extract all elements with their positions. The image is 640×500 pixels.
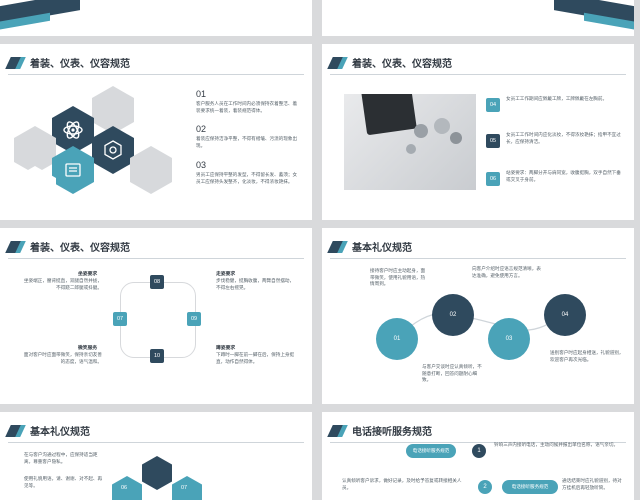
item-text: 使用礼貌用语，请、谢谢、对不起、再见等。: [24, 476, 103, 488]
step-circle: 2: [478, 480, 492, 494]
hex-dark-gear: [92, 126, 134, 174]
slide-2[interactable]: 着装、仪表、仪容规范 04 女员工工作期间应佩戴工牌，工牌佩戴在左胸前。 05 …: [322, 44, 634, 220]
coin-shape: [414, 124, 428, 138]
slide-5[interactable]: 基本礼仪规范 在与客户沟通过程中，应保持适当距离，尊重客户隐私。 使用礼貌用语，…: [0, 412, 312, 500]
item-badge: 06: [486, 172, 500, 186]
slide-title: 基本礼仪规范: [30, 427, 90, 438]
item-text: 与客户交谈时应认真倾听，不随意打断，回答问题耐心细致。: [422, 364, 482, 383]
circle-03: 03: [488, 318, 530, 360]
top-slide-left-fragment: [0, 0, 312, 36]
block-head: 蹲姿要求: [216, 346, 236, 351]
circle-04: 04: [544, 294, 586, 336]
slide-header: 电话接听服务规范: [322, 422, 634, 443]
block-text: 步伐稳健，挺胸收腹，两臂自然摆动，不得左右摇晃。: [216, 278, 295, 290]
block-head: 走姿要求: [216, 272, 236, 277]
item-text: 接待客户时应主动起身，面带微笑，使用礼貌用语，热情周到。: [370, 268, 426, 287]
slide-3[interactable]: 着装、仪表、仪容规范 08 07 09 10 坐姿要求 坐姿端正，腰背挺直，双腿…: [0, 228, 312, 404]
item-text: 向客户介绍时应语言规范清晰，表达准确，避免使用方言。: [472, 266, 541, 278]
slide-4[interactable]: 基本礼仪规范 01 02 03 04 接待客户时应主动起身，面带微笑，使用礼貌用…: [322, 228, 634, 404]
side-text: 通话结束时应礼貌道别，待对方挂机后再轻放听筒。: [562, 478, 622, 490]
coin-shape: [450, 132, 462, 144]
block-head: 坐姿要求: [78, 272, 98, 277]
gear-box-icon: [104, 140, 122, 160]
item-badge: 04: [486, 98, 500, 112]
circle-02: 02: [432, 294, 474, 336]
item-number: 06: [121, 485, 128, 491]
hex-teal-doc: [52, 146, 94, 194]
block-text: 坐姿端正，腰背挺直，双腿自然并拢，不得跷二郎腿或抖腿。: [23, 278, 102, 290]
header-divider: [8, 258, 304, 259]
item-text: 铃响三声内接听电话，主动问候并报出单位名称，语气亲切。: [494, 442, 619, 447]
block-text: 面对客户时应面带微笑，保持亲切友善的态度，语气温和。: [23, 352, 102, 364]
slide-header: 基本礼仪规范: [0, 422, 312, 443]
circle-01: 01: [376, 318, 418, 360]
item-text: 着装应保持洁净平整，不得有褶皱、污渍的现象出现。: [196, 136, 298, 148]
slide-title: 着装、仪表、仪容规范: [352, 59, 452, 70]
hex-gray-3: [130, 146, 172, 194]
slide-title: 基本礼仪规范: [352, 243, 412, 254]
hex-dark: [142, 456, 172, 490]
item-text: 认真倾听客户诉求，做好记录，及时给予答复或转接相关人员。: [342, 478, 462, 490]
service-pill: 电话接听服务规范: [406, 444, 456, 458]
block-head: 微笑服务: [78, 346, 98, 351]
header-divider: [330, 258, 626, 259]
atom-icon: [63, 121, 83, 139]
calculator-coins-photo: [344, 94, 476, 190]
slide-6[interactable]: 电话接听服务规范 电话接听服务规范 1 铃响三声内接听电话，主动问候并报出单位名…: [322, 412, 634, 500]
item-number: 07: [181, 485, 188, 491]
badge-08: 08: [150, 275, 164, 289]
item-text: 站姿要求：两脚分开与肩同宽，收腹挺胸，双手自然下垂或交叉于身前。: [506, 170, 621, 182]
header-divider: [330, 74, 626, 75]
item-text: 男员工应保持平整的发型，不得留长发、蓄须；女员工应保持头发整齐，化淡妆，不得浓妆…: [196, 172, 298, 184]
header-divider: [8, 74, 304, 75]
slide-header: 着装、仪表、仪容规范: [0, 54, 312, 75]
slide-title: 电话接听服务规范: [352, 427, 432, 438]
item-text: 女员工工作时间内应化淡妆，不得浓妆艳抹；指甲不宜过长，应保持清洁。: [506, 132, 621, 144]
header-divider: [8, 442, 304, 443]
badge-10: 10: [150, 349, 164, 363]
service-pill: 电话接听服务规范: [502, 480, 558, 494]
center-ring: [120, 282, 196, 358]
step-circle: 1: [472, 444, 486, 458]
calculator-shape: [361, 94, 417, 136]
item-badge: 05: [486, 134, 500, 148]
document-icon: [65, 163, 81, 177]
badge-09: 09: [187, 312, 201, 326]
hex-gray-4: [14, 166, 56, 214]
block-text: 下蹲时一脚在前一脚在后，保持上身挺直，动作自然得体。: [216, 352, 295, 364]
badge-07: 07: [113, 312, 127, 326]
coin-shape: [434, 118, 450, 134]
item-number: 02: [196, 124, 207, 134]
slide-1[interactable]: 着装、仪表、仪容规范: [0, 44, 312, 220]
item-number: 01: [196, 89, 207, 99]
slide-title: 着装、仪表、仪容规范: [30, 59, 130, 70]
item-text: 在与客户沟通过程中，应保持适当距离，尊重客户隐私。: [24, 452, 98, 464]
item-text: 送别客户时应起身相送，礼貌道别，欢迎客户再次光临。: [550, 350, 624, 362]
coin-shape: [406, 144, 416, 154]
item-text: 女员工工作期间应佩戴工牌，工牌佩戴在左胸前。: [506, 96, 608, 101]
header-divider: [330, 442, 626, 443]
slide-title: 着装、仪表、仪容规范: [30, 243, 130, 254]
slide-header: 基本礼仪规范: [322, 238, 634, 259]
slide-header: 着装、仪表、仪容规范: [0, 238, 312, 259]
top-slide-right-fragment: [322, 0, 634, 36]
item-text: 客户服务人员在工作时间内必须保持衣着整洁、着装要求统一着装，着装规范得体。: [196, 101, 298, 113]
slide-header: 着装、仪表、仪容规范: [322, 54, 634, 75]
wave-connector: [397, 312, 563, 339]
item-number: 03: [196, 160, 207, 170]
